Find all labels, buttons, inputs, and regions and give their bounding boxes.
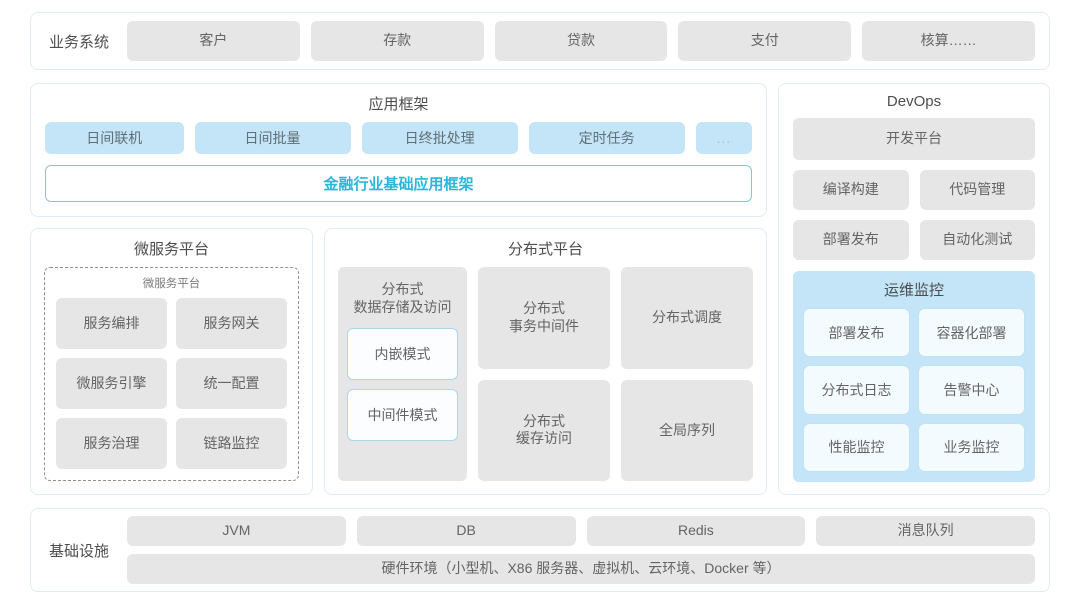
ops-monitoring-panel: 运维监控 部署发布 容器化部署 分布式日志 告警中心 性能监控 业务监控 [793, 271, 1035, 482]
ops-item-alert-center[interactable]: 告警中心 [918, 365, 1025, 415]
application-framework-tags: 日间联机 日间批量 日终批处理 定时任务 ... [45, 122, 752, 154]
microservice-item-trace-monitor[interactable]: 链路监控 [176, 418, 287, 469]
ops-monitoring-title: 运维监控 [883, 282, 944, 299]
microservice-items-grid: 服务编排 服务网关 微服务引擎 统一配置 服务治理 链路监控 [56, 298, 287, 469]
ops-item-performance-monitor[interactable]: 性能监控 [803, 422, 910, 472]
finance-base-framework-band: 金融行业基础应用框架 [45, 165, 752, 202]
ops-item-containerized-deploy[interactable]: 容器化部署 [918, 308, 1025, 358]
distributed-body: 分布式 数据存储及访问 内嵌模式 中间件模式 分布式 事务中间件 分布式调度 分… [338, 267, 753, 481]
business-systems-section: 业务系统 客户 存款 贷款 支付 核算…… [30, 12, 1050, 70]
ops-item-distributed-log[interactable]: 分布式日志 [803, 365, 910, 415]
business-chip-payment[interactable]: 支付 [678, 21, 852, 61]
microservice-item-gateway[interactable]: 服务网关 [176, 298, 287, 349]
platform-column: 应用框架 日间联机 日间批量 日终批处理 定时任务 ... 金融行业基础应用框架… [30, 83, 767, 495]
distributed-data-storage-title: 分布式 数据存储及访问 [353, 281, 452, 315]
business-chip-loan[interactable]: 贷款 [494, 21, 668, 61]
microservice-item-engine[interactable]: 微服务引擎 [56, 358, 167, 409]
microservice-platform-title: 微服务平台 [133, 241, 209, 258]
infrastructure-chips: JVM DB Redis 消息队列 [127, 516, 1035, 546]
devops-top-group: 开发平台 编译构建 代码管理 部署发布 自动化测试 [793, 118, 1035, 260]
infra-chip-hardware-environment[interactable]: 硬件环境（小型机、X86 服务器、虚拟机、云环境、Docker 等） [127, 554, 1035, 584]
infra-chip-redis[interactable]: Redis [586, 516, 806, 546]
distributed-cell-transaction-middleware[interactable]: 分布式 事务中间件 [478, 267, 610, 369]
devops-pair-row-1: 编译构建 代码管理 [793, 170, 1035, 210]
distributed-cell-cache-access[interactable]: 分布式 缓存访问 [478, 379, 610, 481]
infrastructure-section: 基础设施 JVM DB Redis 消息队列 硬件环境（小型机、X86 服务器、… [30, 508, 1050, 592]
ops-monitoring-grid: 部署发布 容器化部署 分布式日志 告警中心 性能监控 业务监控 [803, 308, 1025, 472]
microservice-platform-section: 微服务平台 微服务平台 服务编排 服务网关 微服务引擎 统一配置 服务治理 链路… [30, 228, 313, 495]
distributed-data-storage-box[interactable]: 分布式 数据存储及访问 内嵌模式 中间件模式 [338, 267, 467, 481]
distributed-cell-global-sequence[interactable]: 全局序列 [621, 379, 753, 481]
lower-platform-row: 微服务平台 微服务平台 服务编排 服务网关 微服务引擎 统一配置 服务治理 链路… [30, 228, 767, 495]
devops-section: DevOps 开发平台 编译构建 代码管理 部署发布 自动化测试 运维监控 部署… [778, 83, 1050, 495]
devops-title: DevOps [886, 93, 942, 110]
infrastructure-stack: JVM DB Redis 消息队列 硬件环境（小型机、X86 服务器、虚拟机、云… [127, 516, 1035, 584]
application-framework-section: 应用框架 日间联机 日间批量 日终批处理 定时任务 ... 金融行业基础应用框架 [30, 83, 767, 217]
distributed-cells-grid: 分布式 事务中间件 分布式调度 分布式 缓存访问 全局序列 [478, 267, 753, 481]
appfw-tag-eod-batch[interactable]: 日终批处理 [361, 122, 518, 154]
infra-chip-db[interactable]: DB [356, 516, 576, 546]
appfw-tag-daytime-batch[interactable]: 日间批量 [194, 122, 351, 154]
devops-item-dev-platform[interactable]: 开发平台 [793, 118, 1035, 160]
appfw-tag-scheduled-task[interactable]: 定时任务 [528, 122, 685, 154]
microservice-item-unified-config[interactable]: 统一配置 [176, 358, 287, 409]
distributed-mode-middleware[interactable]: 中间件模式 [347, 389, 458, 441]
middle-region: 应用框架 日间联机 日间批量 日终批处理 定时任务 ... 金融行业基础应用框架… [30, 83, 1050, 495]
business-systems-label: 业务系统 [48, 33, 109, 51]
microservice-item-orchestration[interactable]: 服务编排 [56, 298, 167, 349]
devops-item-automated-testing[interactable]: 自动化测试 [919, 220, 1035, 260]
business-chip-deposit[interactable]: 存款 [310, 21, 484, 61]
microservice-item-governance[interactable]: 服务治理 [56, 418, 167, 469]
business-systems-chips: 客户 存款 贷款 支付 核算…… [127, 21, 1035, 61]
devops-item-deploy-release[interactable]: 部署发布 [793, 220, 909, 260]
infrastructure-label: 基础设施 [48, 542, 109, 560]
distributed-platform-section: 分布式平台 分布式 数据存储及访问 内嵌模式 中间件模式 分布式 事务中间件 分… [324, 228, 767, 495]
microservice-inner-title: 微服务平台 [142, 278, 201, 290]
microservice-inner-panel: 微服务平台 服务编排 服务网关 微服务引擎 统一配置 服务治理 链路监控 [44, 267, 299, 481]
ops-item-deploy-release[interactable]: 部署发布 [803, 308, 910, 358]
distributed-mode-embedded[interactable]: 内嵌模式 [347, 328, 458, 380]
ops-item-business-monitor[interactable]: 业务监控 [918, 422, 1025, 472]
appfw-tag-more[interactable]: ... [695, 122, 752, 154]
distributed-platform-title: 分布式平台 [507, 241, 583, 258]
business-chip-accounting[interactable]: 核算…… [862, 21, 1035, 61]
infra-chip-message-queue[interactable]: 消息队列 [816, 516, 1035, 546]
devops-item-code-management[interactable]: 代码管理 [919, 170, 1035, 210]
devops-item-build[interactable]: 编译构建 [793, 170, 909, 210]
distributed-cell-scheduling[interactable]: 分布式调度 [621, 267, 753, 369]
infra-chip-jvm[interactable]: JVM [127, 516, 346, 546]
appfw-tag-daytime-online[interactable]: 日间联机 [45, 122, 184, 154]
devops-pair-row-2: 部署发布 自动化测试 [793, 220, 1035, 260]
business-chip-customer[interactable]: 客户 [127, 21, 300, 61]
application-framework-title: 应用框架 [368, 96, 429, 113]
